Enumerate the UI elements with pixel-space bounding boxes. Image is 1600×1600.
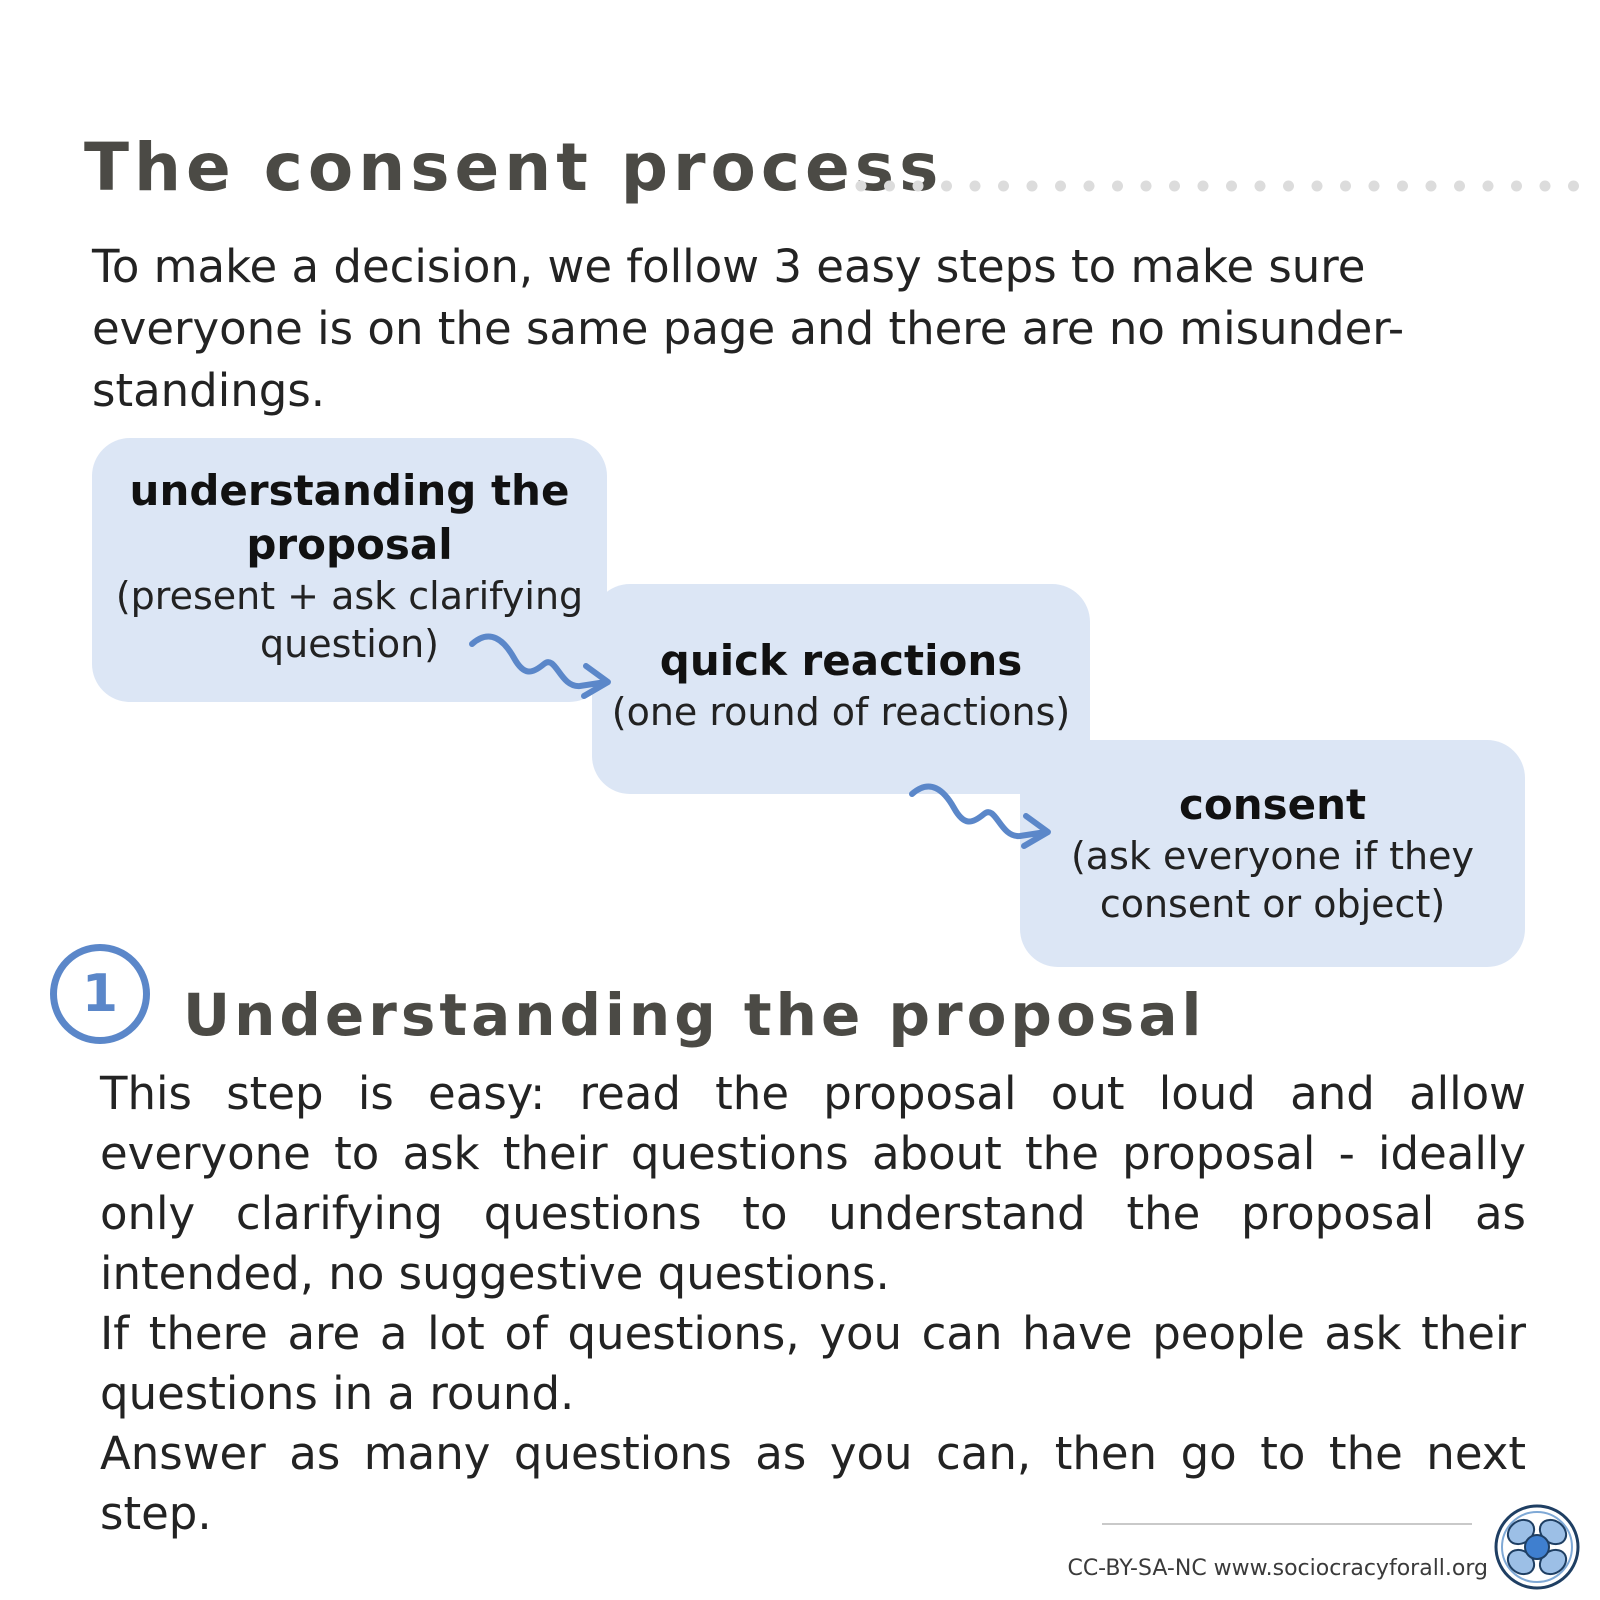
title-dot — [969, 180, 981, 192]
step-description: (ask everyone if they consent or object) — [1070, 834, 1474, 926]
title-dot — [1454, 180, 1465, 192]
section-paragraph: This step is easy: read the proposal out… — [100, 1067, 1526, 1300]
intro-text: To make a decision, we follow 3 easy ste… — [92, 240, 1405, 417]
title-dot — [1283, 180, 1294, 192]
title-dot — [1169, 180, 1180, 192]
footer-divider — [1102, 1523, 1472, 1525]
title-dot — [912, 180, 924, 192]
title-dot — [1397, 180, 1408, 192]
step-box-consent: consent (ask everyone if they consent or… — [1020, 740, 1525, 967]
section-paragraph: Answer as many questions as you can, the… — [100, 1427, 1526, 1540]
title-dot — [1539, 180, 1551, 192]
title-dot — [1482, 180, 1494, 192]
step-box-quick-reactions: quick reactions (one round of reactions) — [592, 584, 1090, 794]
title-dot — [1511, 180, 1522, 192]
title-dot — [884, 180, 895, 192]
title-dot — [1140, 180, 1152, 192]
title-dot — [1425, 180, 1437, 192]
title-dot — [1254, 180, 1266, 192]
title-dot — [1197, 180, 1209, 192]
title-dot — [1083, 180, 1095, 192]
step-name: understanding the proposal — [129, 466, 570, 569]
title-dot — [1568, 180, 1579, 192]
title-dot — [1368, 180, 1380, 192]
title-dot — [941, 180, 952, 192]
page-title: The consent process — [84, 129, 944, 206]
step-number-badge: 1 — [50, 944, 150, 1044]
title-dot — [998, 180, 1009, 192]
title-dot — [1340, 180, 1351, 192]
title-dot — [855, 180, 867, 192]
section-title: Understanding the proposal — [183, 981, 1206, 1049]
squiggle-arrow-icon — [469, 633, 611, 699]
step-name: consent — [1178, 780, 1367, 829]
title-dot — [1311, 180, 1323, 192]
title-dot — [1226, 180, 1237, 192]
step-description: (one round of reactions) — [611, 690, 1071, 734]
footer-license: CC-BY-SA-NC www.sociocracyforall.org — [1067, 1556, 1488, 1581]
title-dot — [1055, 180, 1066, 192]
step-box-understanding: understanding the proposal (present + as… — [92, 438, 607, 702]
section-body: This step is easy: read the proposal out… — [100, 1064, 1526, 1544]
step-name: quick reactions — [659, 636, 1023, 685]
title-dot — [1112, 180, 1123, 192]
section-paragraph: If there are a lot of questions, you can… — [100, 1307, 1526, 1420]
squiggle-arrow-icon — [909, 783, 1051, 849]
step-description: (present + ask clarifying question) — [115, 574, 584, 666]
sociocracy-for-all-logo-icon — [1494, 1504, 1580, 1590]
title-dotted-rule — [855, 180, 1579, 192]
title-dot — [1026, 180, 1038, 192]
